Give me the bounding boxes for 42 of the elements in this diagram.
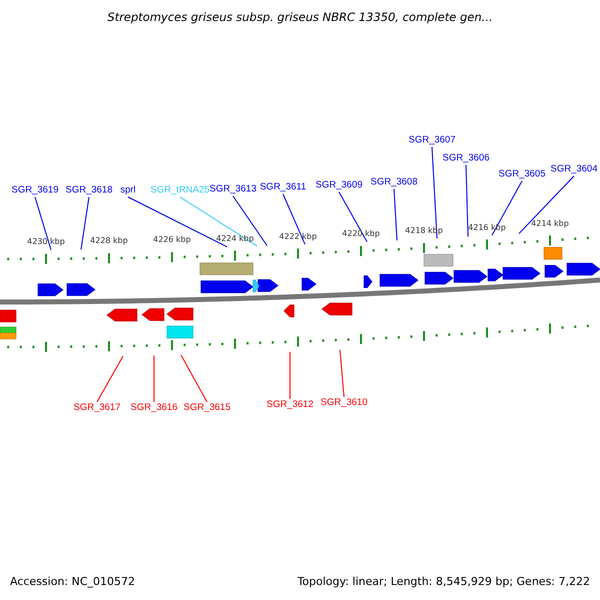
leader-line — [492, 180, 522, 236]
scale-label: 4230 kbp — [27, 236, 65, 246]
gene-label: SGR_3619 — [12, 186, 58, 196]
leader-line — [518, 176, 574, 234]
scale-label: 4220 kbp — [342, 229, 380, 238]
gene-label: SGR_3605 — [498, 170, 546, 180]
scale-label: 4222 kbp — [279, 232, 317, 241]
leader-line — [340, 349, 344, 398]
gene-label: SGR_3606 — [442, 154, 490, 164]
leader-line — [466, 164, 468, 238]
leader-line — [338, 192, 368, 242]
gene-label: SGR_3615 — [184, 403, 230, 414]
gene-label: SGR_3604 — [550, 164, 598, 175]
leader-line — [180, 354, 208, 402]
gene-label: SGR_3618 — [66, 186, 112, 196]
leader-line — [96, 356, 124, 402]
gene-label: SGR_3617 — [74, 403, 120, 414]
title: Streptomyces griseus subsp. griseus NBRC 13350, complete gen... — [106, 10, 494, 24]
leader-line — [432, 146, 438, 239]
leader-line — [128, 196, 228, 248]
gene-label: SGR_3610 — [320, 398, 368, 408]
genome-info-text: Topology: linear; Length: 8,545,929 bp; Genes: 7,222 — [297, 575, 590, 588]
leader-line — [80, 196, 90, 250]
scale-label: 4228 kbp — [90, 236, 128, 246]
leader-line — [394, 188, 398, 241]
gene-label: SGR_3609 — [316, 180, 362, 191]
gene-label: SGR_3607 — [408, 136, 456, 146]
leader-line — [232, 196, 268, 246]
scale-ruler — [7, 324, 589, 352]
gene-label: SGR_tRNA25 — [150, 186, 210, 196]
leader-line — [180, 196, 258, 246]
gene-label: SGR_3611 — [260, 182, 306, 193]
accession-text: Accession: NC_010572 — [10, 575, 136, 588]
gene-label: SGR_3616 — [130, 403, 178, 414]
gene-label: SGR_3613 — [210, 184, 256, 195]
scale-label: 4226 kbp — [153, 235, 191, 244]
leader-line — [282, 194, 306, 245]
leader-line — [34, 196, 52, 250]
gene-label: sprl — [120, 186, 136, 196]
scale-label: 4214 kbp — [531, 218, 569, 228]
gene-label: SGR_3612 — [266, 400, 314, 410]
gene-label: SGR_3608 — [370, 178, 418, 188]
